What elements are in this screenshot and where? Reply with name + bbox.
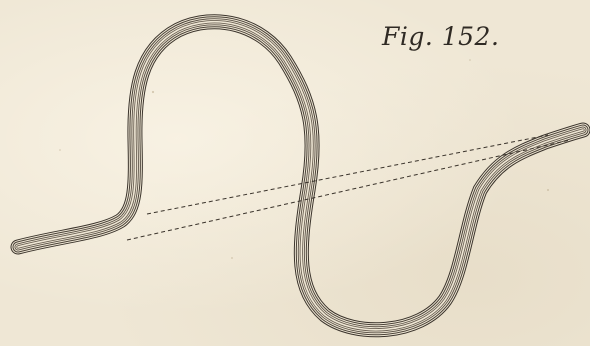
dashed-line-lower xyxy=(127,140,570,240)
river-band xyxy=(18,22,583,330)
